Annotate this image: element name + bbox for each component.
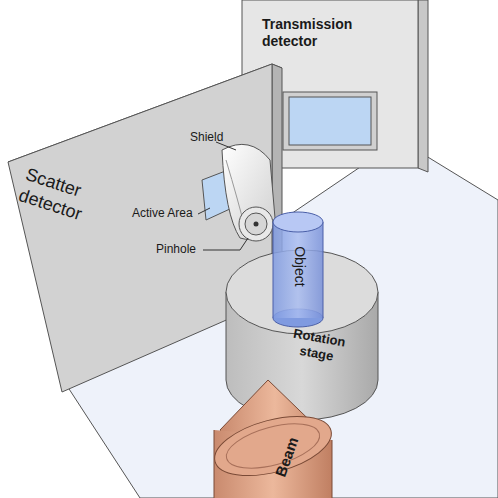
callout-label: Shield xyxy=(190,130,223,144)
part-name: Transmission detector xyxy=(262,16,392,50)
part-label-box: Object xyxy=(292,236,309,296)
callout-label: Pinhole xyxy=(156,242,196,256)
part-name: Object xyxy=(292,236,309,296)
callout-label: Active Area xyxy=(132,206,193,220)
part-label-box: Transmission detector xyxy=(262,16,392,50)
